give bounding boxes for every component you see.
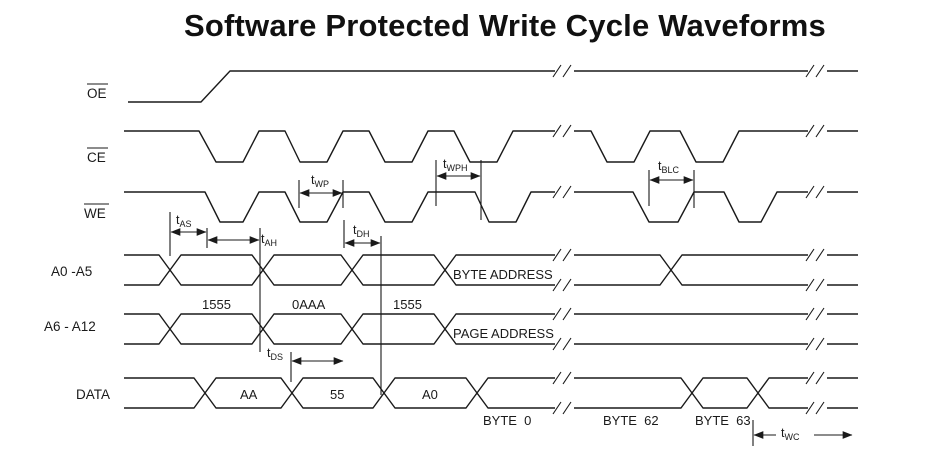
tds-label: tDS bbox=[267, 346, 283, 362]
we-label: WE bbox=[84, 206, 106, 221]
tblc-label: tBLC bbox=[658, 159, 679, 175]
address-value-1: 1555 bbox=[202, 297, 231, 312]
timing-arrows bbox=[170, 172, 853, 439]
twp-label: tWP bbox=[311, 173, 329, 189]
diagram-title: Software Protected Write Cycle Waveforms bbox=[184, 8, 826, 43]
twph-label: tWPH bbox=[443, 157, 467, 173]
timing-labels: tAS tAH tWP tDH tWPH tBLC tDS tWC bbox=[176, 157, 800, 442]
a6-a12-bus bbox=[124, 313, 858, 345]
data-value-1: AA bbox=[240, 387, 258, 402]
a0-a5-bus bbox=[124, 254, 858, 286]
tdh-label: tDH bbox=[353, 223, 369, 239]
data-label: DATA bbox=[76, 387, 110, 402]
a6-a12-label: A6 - A12 bbox=[44, 319, 96, 334]
byte-address-label: BYTE ADDRESS bbox=[453, 267, 553, 282]
byte-63-label: BYTE 63 bbox=[695, 413, 751, 428]
oe-waveform bbox=[128, 70, 858, 103]
byte-0-label: BYTE 0 bbox=[483, 413, 531, 428]
tas-label: tAS bbox=[176, 213, 192, 229]
tah-label: tAH bbox=[261, 232, 277, 248]
signal-labels: OE CE WE A0 -A5 A6 - A12 DATA bbox=[44, 83, 110, 402]
bus-labels: 1555 0AAA 1555 BYTE ADDRESS PAGE ADDRESS… bbox=[202, 267, 751, 428]
break-marks bbox=[552, 64, 825, 415]
reference-lines bbox=[169, 160, 754, 446]
ce-waveform bbox=[124, 130, 858, 163]
we-waveform bbox=[124, 191, 858, 223]
twc-label: tWC bbox=[781, 426, 800, 442]
data-value-2: 55 bbox=[330, 387, 344, 402]
address-value-3: 1555 bbox=[393, 297, 422, 312]
page-address-label: PAGE ADDRESS bbox=[453, 326, 554, 341]
a0-a5-label: A0 -A5 bbox=[51, 264, 92, 279]
address-value-2: 0AAA bbox=[292, 297, 326, 312]
data-value-3: A0 bbox=[422, 387, 438, 402]
data-bus bbox=[124, 377, 858, 409]
ce-label: CE bbox=[87, 150, 106, 165]
oe-label: OE bbox=[87, 86, 107, 101]
byte-62-label: BYTE 62 bbox=[603, 413, 659, 428]
